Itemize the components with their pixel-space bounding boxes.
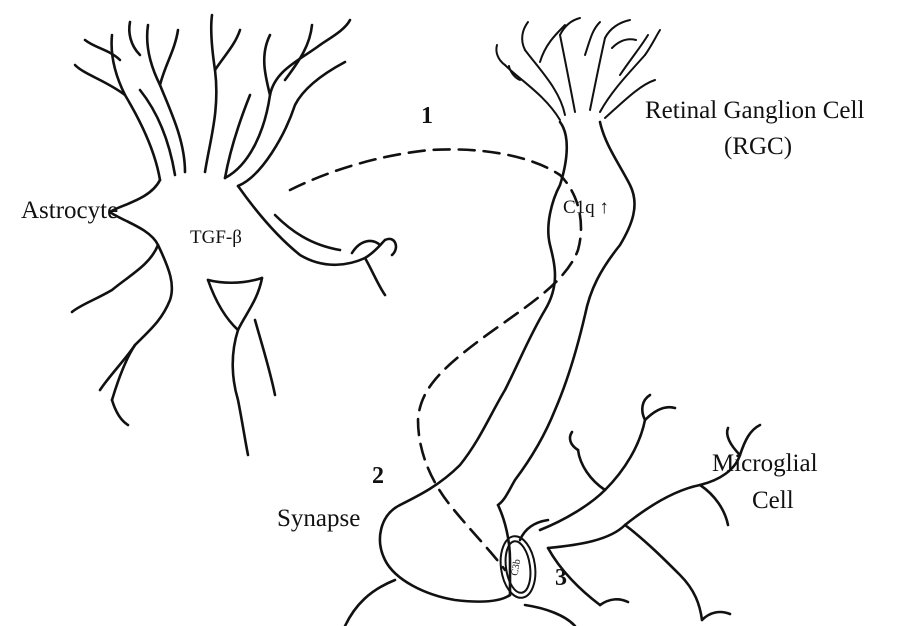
step-3-label: 3 bbox=[555, 565, 567, 592]
lower-contour bbox=[345, 580, 575, 626]
rgc-label-line1: Retinal Ganglion Cell bbox=[645, 97, 864, 125]
astrocyte-label: Astrocyte bbox=[21, 197, 118, 225]
synapse-label: Synapse bbox=[277, 505, 360, 533]
microglial-label-line1: Microglial bbox=[712, 450, 818, 478]
step-2-label: 2 bbox=[372, 463, 384, 490]
rgc-label-line2: (RGC) bbox=[724, 133, 792, 161]
c1q-label: C1q ↑ bbox=[563, 197, 609, 219]
microglial-label-line2: Cell bbox=[752, 487, 794, 515]
tgf-beta-label: TGF-β bbox=[190, 227, 242, 249]
step-1-label: 1 bbox=[421, 103, 433, 130]
